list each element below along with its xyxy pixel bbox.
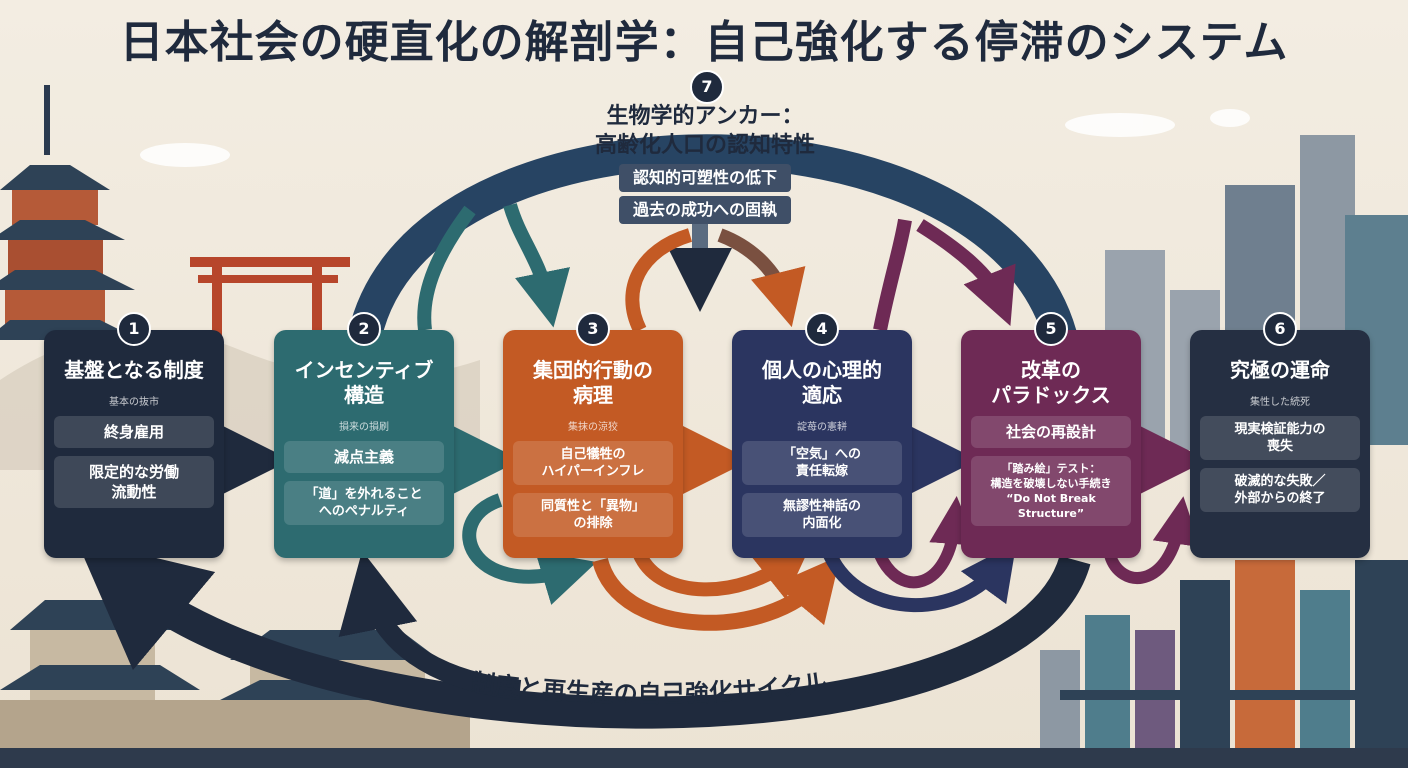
anchor-heading: 生物学的アンカー： 高齢化人口の認知特性	[594, 104, 815, 158]
reinforcing-cycle-arc	[75, 538, 1091, 729]
cycle-label: 制度と再生産の自己強化サイクル	[469, 668, 828, 708]
stage-item: 減点主義	[284, 441, 444, 473]
stage-subcaption: 集性した続死	[1250, 397, 1310, 408]
anchor-item: 過去の成功への固執	[618, 196, 791, 224]
stage-4-individual-psychological-adaptation: 個人の心理的 適応 諚苺の憲軿 「空気」への 責任転嫁 無謬性神話の 内面化	[732, 330, 912, 558]
stage-2-incentive-structure: インセンティブ 構造 損来の損刷 減点主義 「道」を外れること へのペナルティ	[274, 330, 454, 558]
lower-city-illustration	[1040, 560, 1408, 750]
anchor-item: 認知的可塑性の低下	[618, 164, 791, 192]
stage-item: 無謬性神話の 内面化	[742, 493, 902, 537]
stage-subcaption: 集抹の涼狡	[568, 422, 618, 433]
stage-item: 「踏み絵」テスト： 構造を破壊しない手続き “Do Not Break Stru…	[971, 456, 1131, 526]
stage-item: 「道」を外れること へのペナルティ	[284, 481, 444, 525]
stage-number-badge: 3	[576, 312, 610, 346]
torii-gate-illustration	[190, 257, 350, 375]
stage-heading: 基盤となる制度	[64, 358, 204, 382]
stage-heading: 個人の心理的 適応	[762, 358, 882, 407]
stage-item: 社会の再設計	[971, 416, 1131, 448]
stage-subcaption: 基本の抜市	[109, 397, 159, 408]
stage-number-badge: 4	[805, 312, 839, 346]
stage-6-ultimate-fate: 究極の運命 集性した続死 現実検証能力の 喪失 破滅的な失敗／ 外部からの終了	[1190, 330, 1370, 558]
cloud-shapes	[140, 109, 1250, 167]
stage-heading: 集団的行動の 病理	[533, 358, 653, 407]
stage-number-badge: 6	[1263, 312, 1297, 346]
stage-item: 同質性と「異物」 の排除	[513, 493, 673, 537]
stage-item: 破滅的な失敗／ 外部からの終了	[1200, 468, 1360, 512]
stage-item: 自己犠牲の ハイパーインフレ	[513, 441, 673, 485]
stage-item: 限定的な労働 流動性	[54, 456, 214, 508]
stage-number-badge: 2	[347, 312, 381, 346]
stage-5-reform-paradox: 改革の パラドックス 社会の再設計 「踏み絵」テスト： 構造を破壊しない手続き …	[961, 330, 1141, 558]
stage-item: 終身雇用	[54, 416, 214, 448]
stage-subcaption: 諚苺の憲軿	[797, 422, 847, 433]
stage-1-foundational-institutions: 基盤となる制度 基本の抜市 終身雇用 限定的な労働 流動性	[44, 330, 224, 558]
biological-anchor-panel: 生物学的アンカー： 高齢化人口の認知特性 認知的可塑性の低下 過去の成功への固執	[470, 102, 940, 224]
stage-heading: 究極の運命	[1230, 358, 1330, 382]
stage-subcaption: 損来の損刷	[339, 422, 389, 433]
anchor-arc	[348, 134, 1077, 341]
stage-3-collective-behavior-pathology: 集団的行動の 病理 集抹の涼狡 自己犠牲の ハイパーインフレ 同質性と「異物」 …	[503, 330, 683, 558]
stage-heading: インセンティブ 構造	[294, 358, 434, 407]
page-title: 日本社会の硬直化の解剖学：自己強化する停滞のシステム	[119, 17, 1289, 68]
stage-heading: 改革の パラドックス	[991, 358, 1111, 407]
svg-text:制度と再生産の自己強化サイクル: 制度と再生産の自己強化サイクル	[469, 668, 828, 708]
stage-number-badge: 5	[1034, 312, 1068, 346]
anchor-number-badge: 7	[690, 70, 724, 104]
stage-number-badge: 1	[117, 312, 151, 346]
stage-item: 現実検証能力の 喪失	[1200, 416, 1360, 460]
stage-item: 「空気」への 責任転嫁	[742, 441, 902, 485]
